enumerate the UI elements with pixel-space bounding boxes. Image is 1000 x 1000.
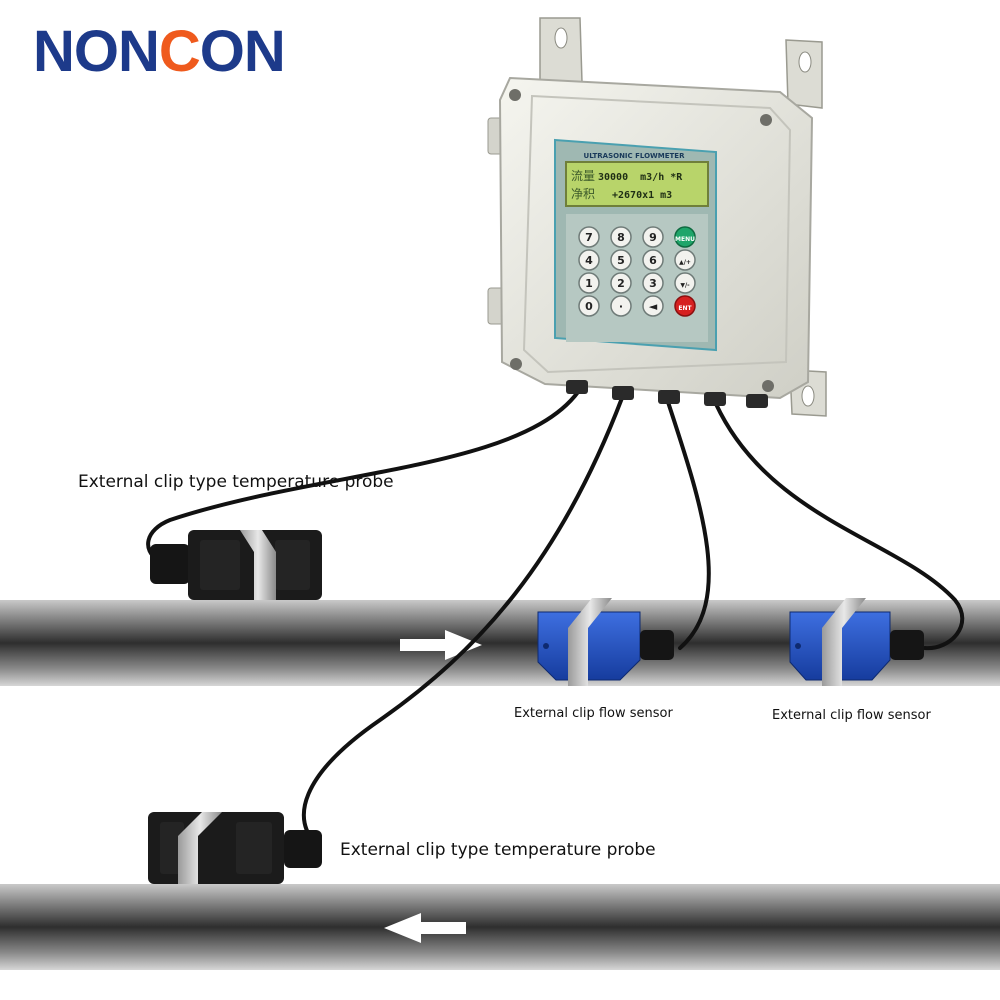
lcd-row2-chars: 净积 bbox=[571, 187, 595, 201]
flowmeter: ULTRASONIC FLOWMETER 流量 30000 m3/h *R 净积… bbox=[488, 18, 826, 416]
label-flow-sensor-1: External clip flow sensor bbox=[514, 706, 673, 721]
keypad-key-label: 1 bbox=[585, 277, 593, 290]
keypad-key-label: ◄ bbox=[649, 300, 658, 313]
panel-title: ULTRASONIC FLOWMETER bbox=[584, 152, 686, 160]
keypad-key-label: 9 bbox=[649, 231, 657, 244]
keypad-key-label: ENT bbox=[678, 305, 692, 312]
keypad-key-label: 8 bbox=[617, 231, 625, 244]
keypad-key-label: 3 bbox=[649, 277, 657, 290]
lcd-row1-value: 30000 m3/h *R bbox=[598, 172, 683, 183]
lower-pipe bbox=[0, 884, 1000, 970]
keypad-key-label: 2 bbox=[617, 277, 625, 290]
bracket-top-right bbox=[786, 40, 822, 108]
label-temp-probe-bottom: External clip type temperature probe bbox=[340, 840, 656, 860]
keypad-key-label: 0 bbox=[585, 300, 593, 313]
keypad-key-label: 5 bbox=[617, 254, 625, 267]
keypad-key-label: MENU bbox=[675, 236, 695, 243]
label-flow-sensor-2: External clip flow sensor bbox=[772, 708, 931, 723]
lcd-row2-value: +2670x1 m3 bbox=[612, 190, 672, 201]
temp-probe-top bbox=[150, 530, 322, 600]
keypad-key-label: · bbox=[619, 300, 623, 313]
lcd-row1-chars: 流量 bbox=[571, 169, 595, 183]
temp-probe-bottom bbox=[148, 812, 322, 884]
keypad-key-label: ▼/- bbox=[680, 282, 690, 289]
keypad-key-label: 6 bbox=[649, 254, 657, 267]
keypad-key-label: ▲/+ bbox=[679, 259, 691, 266]
keypad-key-label: 4 bbox=[585, 254, 593, 267]
label-temp-probe-top: External clip type temperature probe bbox=[78, 472, 394, 492]
keypad-key-label: 7 bbox=[585, 231, 593, 244]
